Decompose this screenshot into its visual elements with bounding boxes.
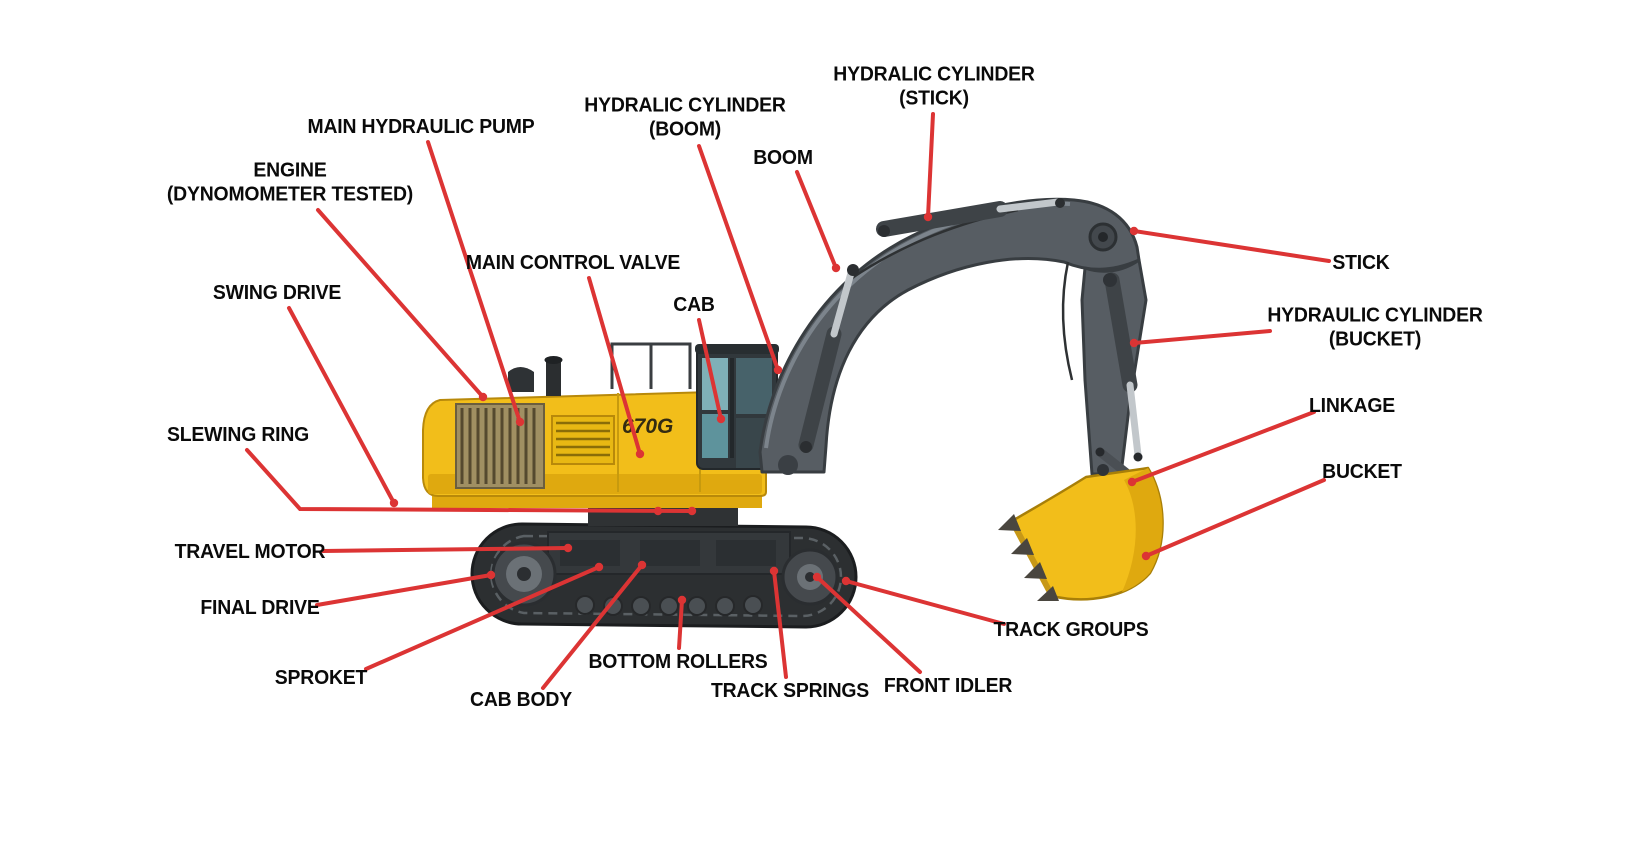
leader-bottom-rollers	[677, 598, 684, 650]
bottom-rollers-group	[575, 595, 763, 616]
cab-side-glass	[736, 358, 772, 414]
leader-swing-drive	[287, 306, 396, 505]
bucket-pin	[1097, 464, 1109, 476]
leader-engine	[316, 208, 485, 399]
label-hydraulic-cylinder-bucket: HYDRAULIC CYLINDER (BUCKET)	[1267, 304, 1483, 350]
label-cab: CAB	[673, 294, 715, 317]
label-track-springs: TRACK SPRINGS	[710, 680, 870, 703]
cab-pillar	[730, 358, 734, 458]
leader-main-hydraulic-pump	[426, 140, 522, 424]
stick-shape	[1080, 258, 1148, 476]
engine-grille	[455, 403, 545, 489]
leader-lines	[245, 112, 1331, 690]
leader-cab	[697, 318, 723, 421]
label-final-drive: FINAL DRIVE	[200, 597, 320, 620]
leader-main-control-valve	[587, 276, 642, 456]
label-linkage: LINKAGE	[1309, 395, 1395, 418]
label-boom: BOOM	[753, 147, 813, 170]
cab-roof	[695, 344, 779, 354]
exhaust-cap	[544, 356, 563, 364]
label-track-groups: TRACK GROUPS	[993, 619, 1149, 642]
leader-track-springs	[772, 569, 788, 679]
label-front-idler: FRONT IDLER	[883, 675, 1013, 698]
label-hydraulic-cylinder-stick: HYDRALIC CYLINDER (STICK)	[833, 63, 1035, 109]
leader-travel-motor	[321, 546, 570, 553]
leader-front-idler	[815, 575, 922, 674]
leader-final-drive	[315, 573, 493, 607]
track-frame-panel	[560, 540, 620, 566]
bucket-shade	[1122, 468, 1163, 592]
label-bottom-rollers: BOTTOM ROLLERS	[588, 651, 768, 674]
leader-hydraulic-cylinder-boom	[697, 144, 780, 372]
front-idler-center	[805, 572, 815, 582]
leader-sproket	[364, 565, 601, 671]
bucket-cutting-edge	[1009, 519, 1055, 598]
leader-stick	[1132, 229, 1331, 263]
leader-hydraulic-cylinder-stick	[926, 112, 935, 219]
leader-cab-body	[541, 563, 644, 690]
bucket-cylinder	[1103, 272, 1142, 459]
leader-track-groups	[844, 579, 1006, 626]
boom-cylinder	[798, 264, 859, 453]
label-bucket: BUCKET	[1322, 461, 1402, 484]
stick-hose	[1061, 261, 1074, 381]
leader-boom	[795, 170, 838, 270]
label-swing-drive: SWING DRIVE	[212, 282, 342, 305]
working-equipment	[758, 197, 1164, 601]
exhaust-stack	[546, 360, 561, 396]
boom-stick-joint-pin	[1098, 232, 1108, 242]
air-intake	[508, 367, 534, 392]
label-cab-body: CAB BODY	[470, 689, 572, 712]
slew-ring-strip	[432, 496, 762, 508]
bucket-assembly	[998, 464, 1164, 601]
label-engine: ENGINE (DYNOMOMETER TESTED)	[166, 159, 414, 205]
side-vent	[551, 415, 615, 465]
track-frame-panel	[716, 540, 776, 566]
track-assembly	[470, 522, 858, 629]
bucket-teeth	[998, 514, 1059, 601]
slew-ring	[432, 496, 762, 526]
leader-hydraulic-cylinder-bucket	[1132, 329, 1272, 345]
handrail	[610, 342, 692, 389]
label-slewing-ring: SLEWING RING	[166, 424, 310, 447]
upper-body: 670G	[422, 342, 767, 497]
label-main-control-valve: MAIN CONTROL VALVE	[465, 252, 681, 275]
leader-linkage	[1130, 410, 1316, 484]
stick-cylinder	[876, 198, 1065, 237]
label-hydraulic-cylinder-boom: HYDRALIC CYLINDER (BOOM)	[584, 94, 786, 140]
boom-foot-pin	[778, 455, 798, 475]
label-main-hydraulic-pump: MAIN HYDRAULIC PUMP	[307, 116, 535, 139]
track-frame-panel	[640, 540, 700, 566]
label-stick: STICK	[1332, 252, 1390, 275]
leader-bucket	[1144, 478, 1326, 558]
leader-endpoints	[389, 212, 1151, 605]
leader-slewing-ring	[245, 448, 694, 513]
sprocket-center	[517, 567, 531, 581]
label-travel-motor: TRAVEL MOTOR	[174, 541, 326, 564]
label-sproket: SPROKET	[274, 667, 368, 690]
